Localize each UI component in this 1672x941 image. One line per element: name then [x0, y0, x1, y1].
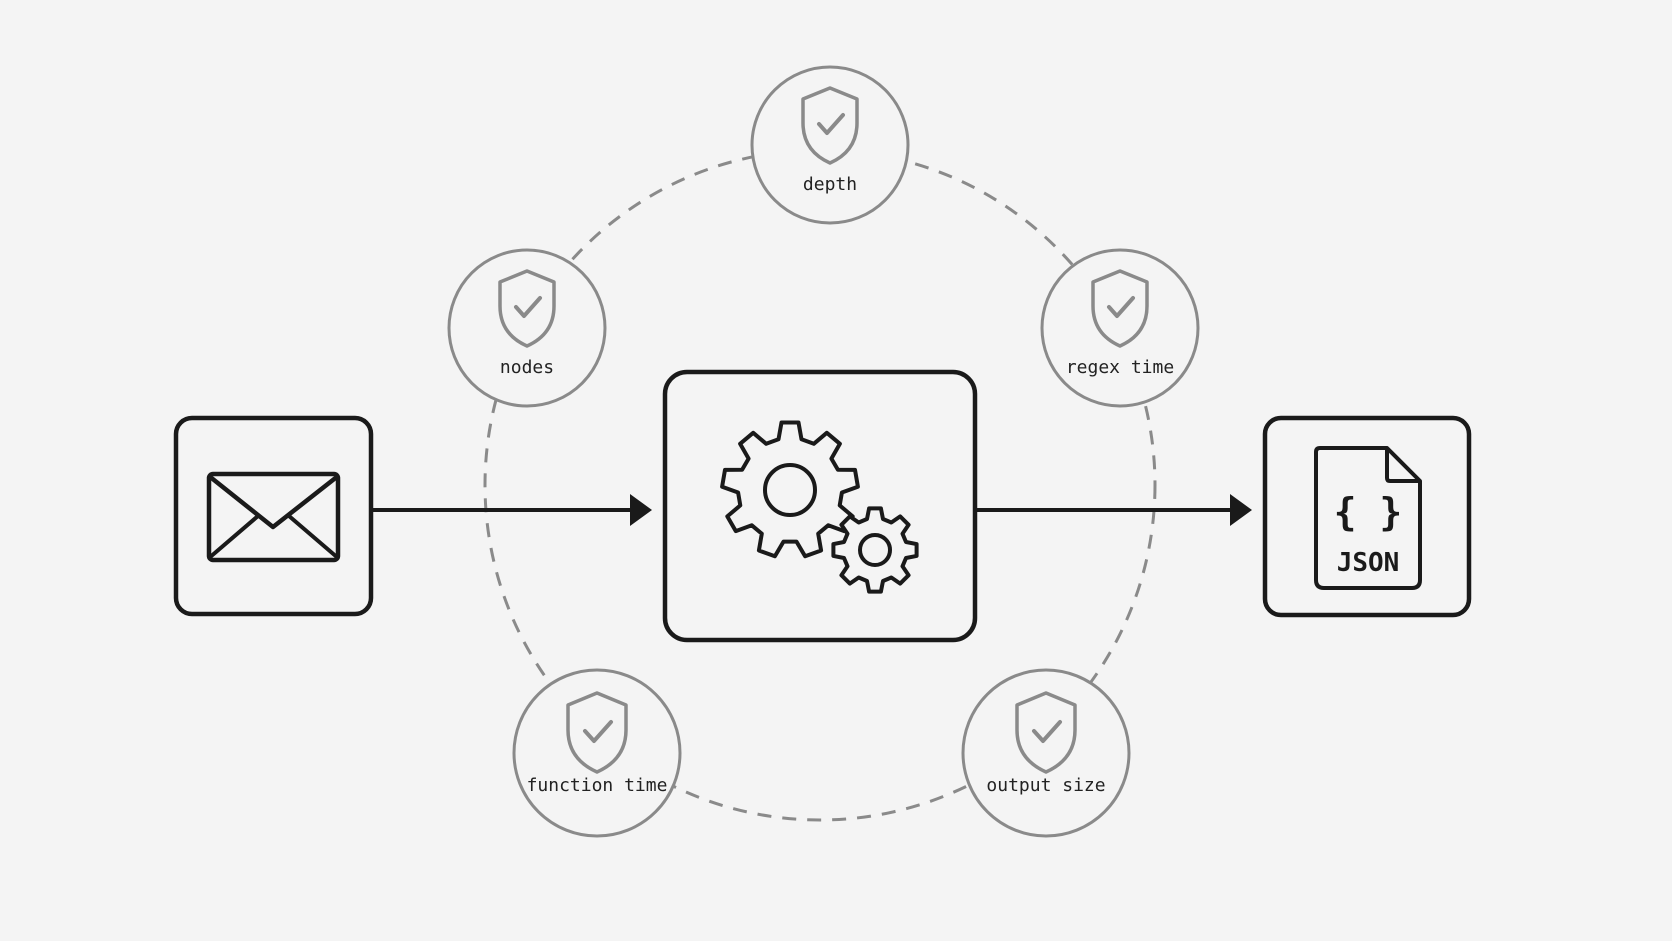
guard-label: output size — [986, 775, 1105, 796]
guard-label: nodes — [500, 357, 554, 378]
guard-depth: depth — [750, 65, 910, 225]
guard-label: function time — [527, 775, 668, 796]
guard-regex-time: regex time — [1040, 248, 1200, 408]
guard-label: regex time — [1066, 357, 1174, 378]
input-to-processor-arrow — [372, 494, 652, 526]
output-node: { } JSON — [1262, 415, 1472, 618]
shield-check-icon — [1091, 269, 1149, 348]
guard-function-time: function time — [512, 668, 682, 838]
envelope-icon — [206, 471, 341, 563]
json-label: JSON — [1337, 548, 1400, 578]
guard-output-size: output size — [961, 668, 1131, 838]
shield-check-icon — [801, 86, 859, 165]
guard-nodes: nodes — [447, 248, 607, 408]
guard-label: depth — [803, 174, 857, 195]
gears-icon — [720, 420, 919, 594]
processor-to-output-arrow — [975, 494, 1252, 526]
shield-check-icon — [566, 691, 628, 774]
shield-check-icon — [1015, 691, 1077, 774]
processor-node — [662, 369, 978, 643]
shield-check-icon — [498, 269, 556, 348]
input-node — [173, 415, 374, 617]
json-braces: { } — [1334, 490, 1403, 534]
json-file-icon: { } JSON — [1314, 446, 1422, 590]
